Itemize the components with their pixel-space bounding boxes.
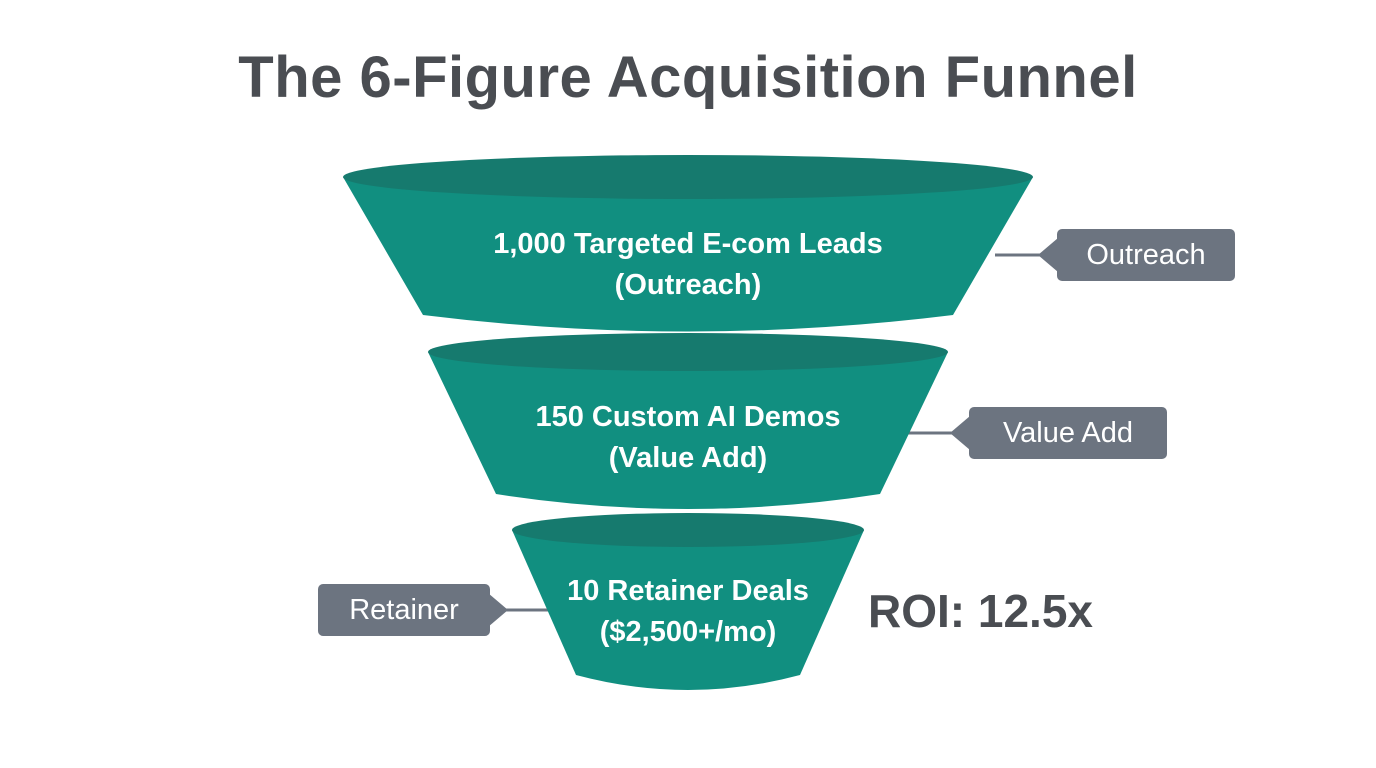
funnel-stage-2: [428, 333, 948, 509]
stage-1-label: 1,000 Targeted E-com Leads (Outreach): [430, 224, 946, 306]
roi-value: ROI: 12.5x: [868, 585, 1093, 637]
tag-outreach: Outreach: [1057, 229, 1235, 281]
stage-1-line-1: 1,000 Targeted E-com Leads: [493, 228, 883, 260]
stage-3-line-2: ($2,500+/mo): [599, 616, 777, 648]
funnel-stage-1: [343, 155, 1033, 332]
stage-2-label: 150 Custom AI Demos (Value Add): [478, 397, 898, 479]
tag-pointer-retainer: [488, 593, 508, 627]
tag-pointer-outreach: [1038, 238, 1058, 272]
stage-3-label: 10 Retainer Deals ($2,500+/mo): [538, 571, 838, 653]
stage-1-line-2: (Outreach): [614, 269, 762, 301]
tag-pointer-value-add: [950, 416, 970, 450]
stage-3-line-1: 10 Retainer Deals: [567, 575, 809, 607]
stage-2-line-2: (Value Add): [608, 442, 768, 474]
page-title: The 6-Figure Acquisition Funnel: [238, 45, 1138, 110]
funnel-stage-3: [512, 513, 864, 690]
stage-2-line-1: 150 Custom AI Demos: [535, 401, 841, 433]
tag-retainer: Retainer: [318, 584, 490, 636]
tag-value-add: Value Add: [969, 407, 1167, 459]
